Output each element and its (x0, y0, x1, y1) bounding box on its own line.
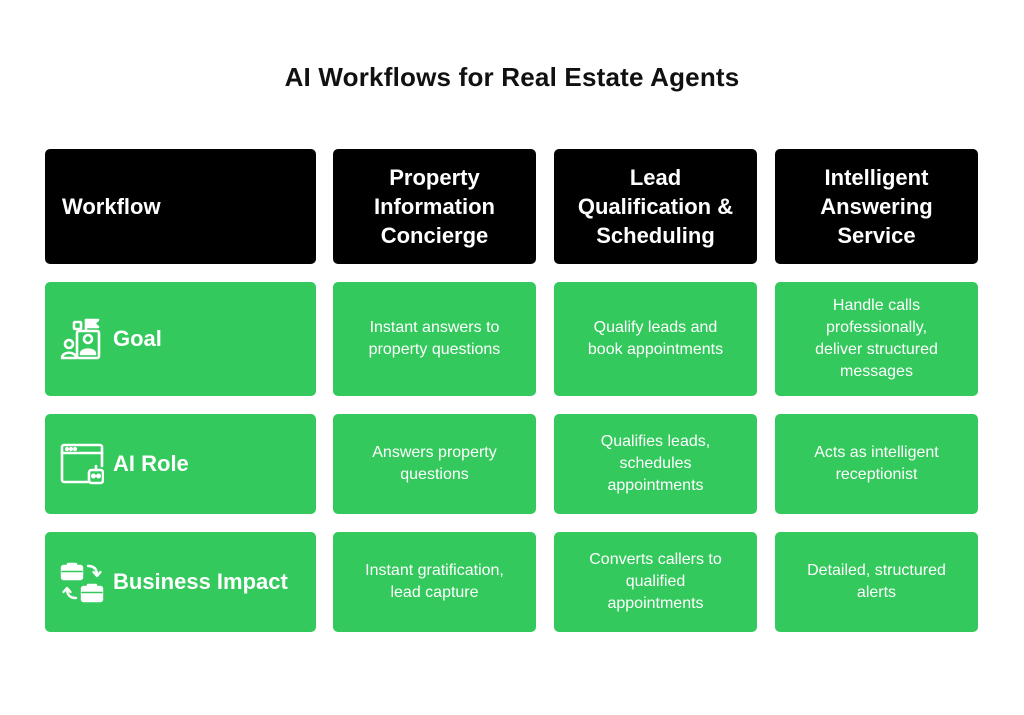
header-property-information-concierge: Property Information Concierge (333, 149, 536, 264)
header-col3-label: Intelligent Answering Service (820, 165, 933, 248)
ai-role-text-answering-service: Acts as intelligent receptionist (814, 444, 939, 483)
header-lead-qualification-scheduling: Lead Qualification & Scheduling (554, 149, 757, 264)
business-impact-cell-lead-qualification: Converts callers to qualified appointmen… (554, 532, 757, 632)
ai-role-text-property-concierge: Answers property questions (372, 444, 497, 483)
business-impact-text-lead-qualification: Converts callers to qualified appointmen… (589, 551, 722, 612)
goal-text-answering-service: Handle calls professionally, deliver str… (815, 297, 938, 380)
business-impact-text-answering-service: Detailed, structured alerts (807, 562, 946, 601)
goal-cell-answering-service: Handle calls professionally, deliver str… (775, 282, 978, 396)
briefcase-exchange-icon (59, 559, 105, 605)
header-intelligent-answering-service: Intelligent Answering Service (775, 149, 978, 264)
page-title: AI Workflows for Real Estate Agents (284, 62, 740, 92)
row-ai-role-label-cell: AI Role (45, 414, 316, 514)
goal-cell-property-concierge: Instant answers to property questions (333, 282, 536, 396)
business-impact-cell-answering-service: Detailed, structured alerts (775, 532, 978, 632)
people-target-icon (59, 316, 105, 362)
ai-role-cell-lead-qualification: Qualifies leads, schedules appointments (554, 414, 757, 514)
goal-text-lead-qualification: Qualify leads and book appointments (587, 319, 724, 358)
business-impact-text-property-concierge: Instant gratification, lead capture (365, 562, 504, 601)
ai-role-cell-answering-service: Acts as intelligent receptionist (775, 414, 978, 514)
browser-robot-icon (59, 441, 105, 487)
row-ai-role-label: AI Role (113, 451, 189, 476)
goal-text-property-concierge: Instant answers to property questions (368, 319, 501, 358)
header-workflow-label: Workflow (62, 194, 161, 219)
ai-role-text-lead-qualification: Qualifies leads, schedules appointments (600, 433, 711, 494)
row-goal-label-cell: Goal (45, 282, 316, 396)
goal-cell-lead-qualification: Qualify leads and book appointments (554, 282, 757, 396)
row-goal-label: Goal (113, 326, 162, 351)
row-business-impact-label: Business Impact (113, 569, 288, 594)
ai-role-cell-property-concierge: Answers property questions (333, 414, 536, 514)
business-impact-cell-property-concierge: Instant gratification, lead capture (333, 532, 536, 632)
header-workflow: Workflow (45, 149, 316, 264)
header-col2-label: Lead Qualification & Scheduling (577, 165, 734, 248)
row-business-impact-label-cell: Business Impact (45, 532, 316, 632)
header-col1-label: Property Information Concierge (374, 165, 495, 248)
